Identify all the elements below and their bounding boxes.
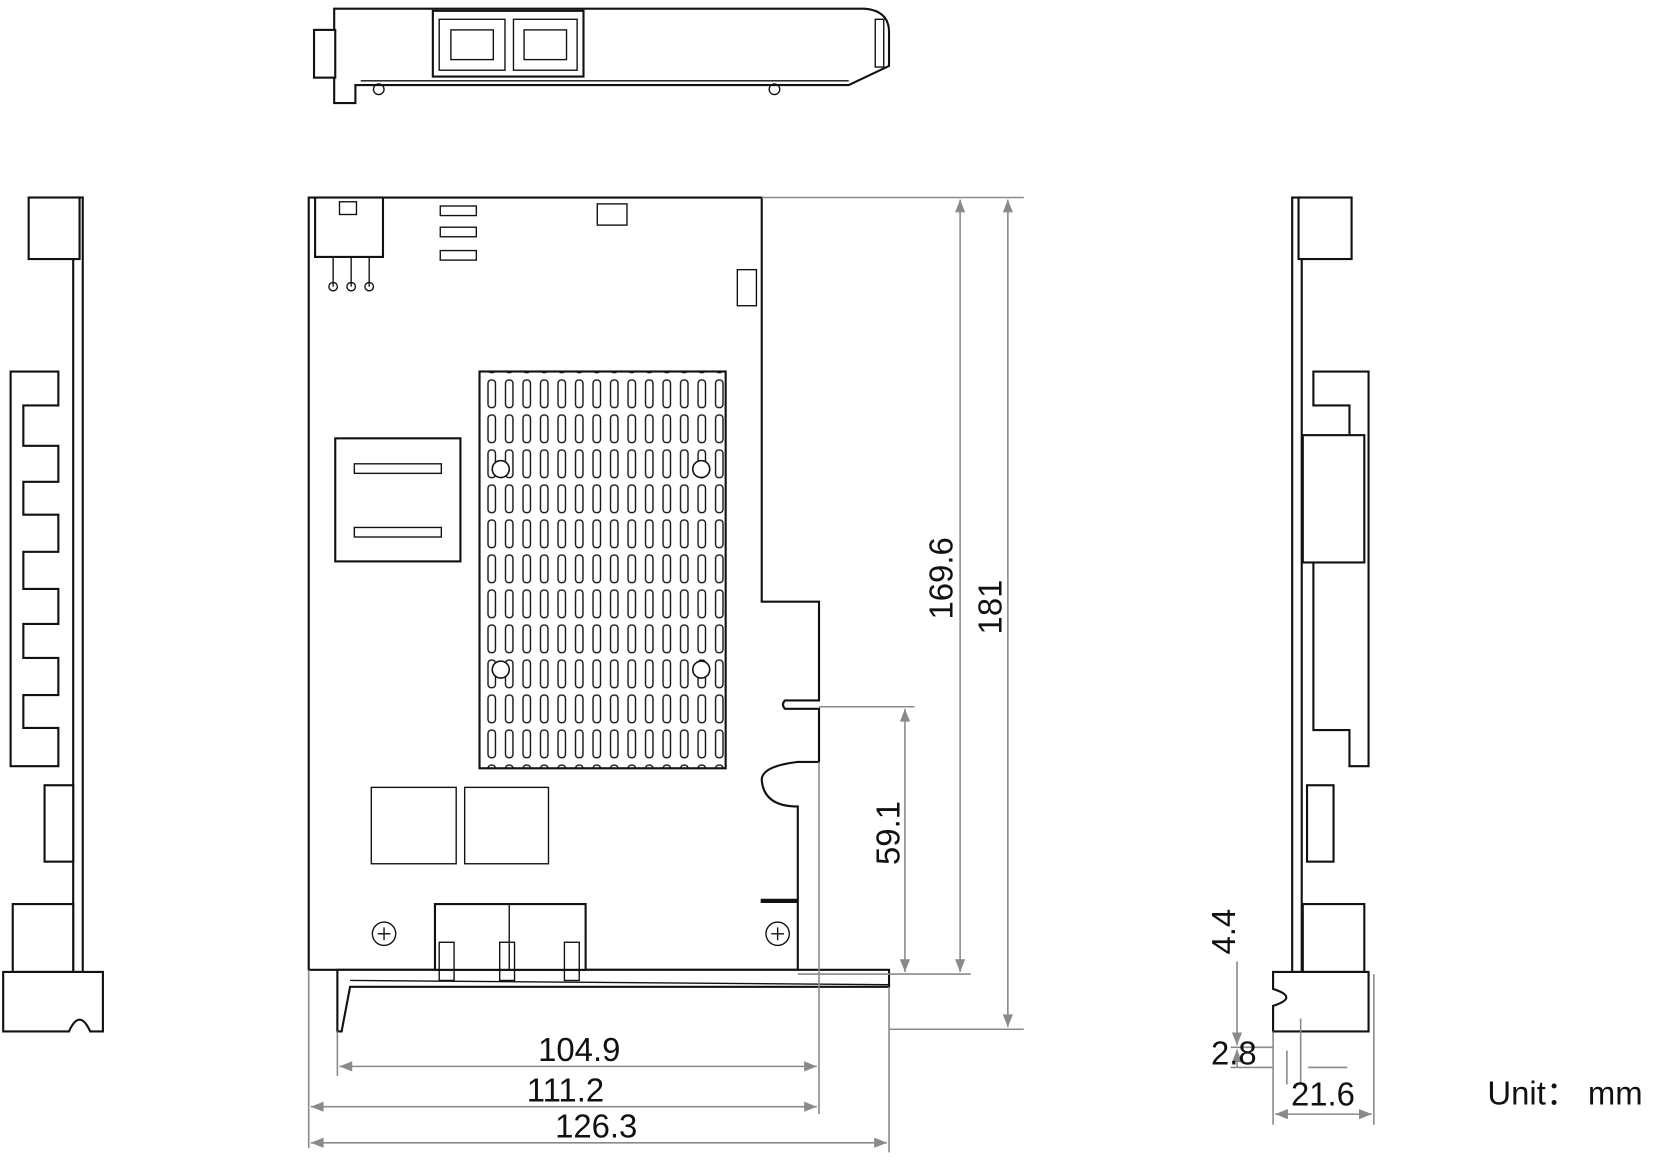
dim-104-9: 104.9 <box>538 1031 620 1068</box>
power-connector <box>314 196 385 258</box>
dim-21-6: 21.6 <box>1291 1076 1355 1113</box>
front-view <box>307 196 891 1033</box>
dimension-labels: 169.6 181 59.1 104.9 111.2 126.3 4.4 2.8… <box>527 537 1643 1144</box>
led-indicators <box>439 205 478 261</box>
heatsink-screws <box>491 459 711 679</box>
right-side-view <box>1272 196 1370 1033</box>
dim-59-1: 59.1 <box>870 801 907 865</box>
dim-4-4: 4.4 <box>1205 909 1242 955</box>
dim-181: 181 <box>971 580 1008 635</box>
heatsink <box>478 370 727 770</box>
dim-111-2: 111.2 <box>527 1071 604 1108</box>
dim-169-6: 169.6 <box>923 537 960 619</box>
dim-2-8: 2.8 <box>1211 1034 1257 1071</box>
left-side-view <box>2 196 104 1033</box>
unit-label: Unit： mm <box>1487 1075 1642 1112</box>
chip <box>334 437 462 563</box>
dim-126-3: 126.3 <box>555 1107 637 1144</box>
top-view <box>312 7 891 105</box>
rj45-ports-top <box>431 9 585 78</box>
bracket <box>336 968 891 1033</box>
rj45-ports-front <box>433 903 587 971</box>
dimension-lines <box>307 196 1375 1153</box>
mounting-screws <box>371 921 790 947</box>
